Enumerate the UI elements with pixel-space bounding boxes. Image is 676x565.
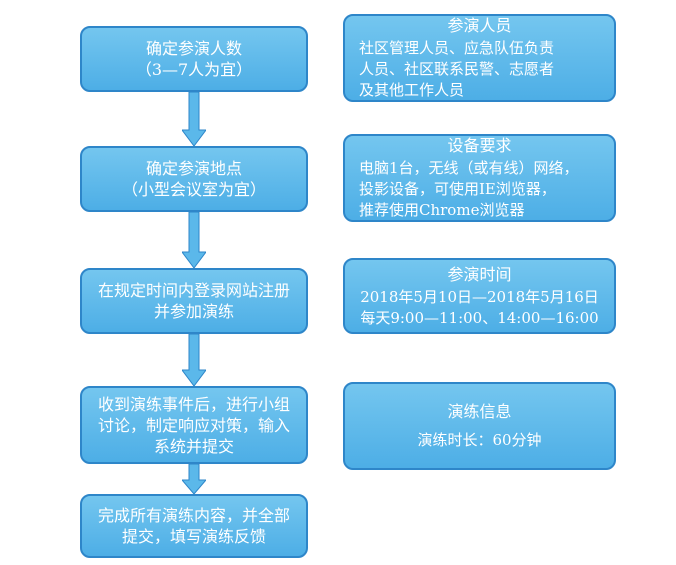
step-2-line-2: （小型会议室为宜） — [121, 180, 266, 199]
info-equipment-line-3: 推荐使用Chrome浏览器 — [359, 201, 525, 219]
step-3-line-1: 在规定时间内登录网站注册 — [97, 281, 290, 300]
info-participants-body: 社区管理人员、应急队伍负责 人员、社区联系民警、志愿者 及其他工作人员 — [345, 38, 614, 101]
arrow-down-icon — [182, 92, 206, 146]
info-drill-body: 演练时长：60分钟 — [345, 430, 614, 451]
step-4-line-3: 系统并提交 — [153, 436, 234, 456]
step-4-line-2: 讨论，制定响应对策，输入 — [97, 415, 290, 435]
step-1-box: 确定参演人数 （3—7人为宜） — [80, 26, 308, 92]
info-drill-title: 演练信息 — [447, 402, 512, 421]
info-equipment-line-1: 电脑1台，无线（或有线）网络， — [359, 159, 579, 177]
info-participants-box: 参演人员 社区管理人员、应急队伍负责 人员、社区联系民警、志愿者 及其他工作人员 — [343, 14, 616, 102]
step-2-line-1: 确定参演地点 — [145, 159, 242, 178]
info-time-line-1: 2018年5月10日—2018年5月16日 — [360, 287, 599, 306]
step-3-line-2: 并参加演练 — [153, 302, 234, 321]
info-drill-line-1: 演练时长：60分钟 — [417, 431, 542, 449]
info-equipment-body: 电脑1台，无线（或有线）网络， 投影设备，可使用IE浏览器， 推荐使用Chrom… — [345, 158, 614, 221]
info-time-body: 2018年5月10日—2018年5月16日 每天9:00—11:00、14:00… — [345, 287, 614, 329]
step-5-box: 完成所有演练内容，并全部 提交，填写演练反馈 — [80, 494, 308, 558]
step-4-box: 收到演练事件后，进行小组 讨论，制定响应对策，输入 系统并提交 — [80, 386, 308, 464]
step-2-box: 确定参演地点 （小型会议室为宜） — [80, 146, 308, 212]
step-1-line-2: （3—7人为宜） — [135, 60, 253, 79]
info-time-box: 参演时间 2018年5月10日—2018年5月16日 每天9:00—11:00、… — [343, 258, 616, 334]
arrow-down-icon — [182, 212, 206, 268]
info-time-title: 参演时间 — [447, 264, 512, 284]
step-4-line-1: 收到演练事件后，进行小组 — [97, 394, 290, 414]
info-participants-title: 参演人员 — [447, 16, 512, 35]
step-1-line-1: 确定参演人数 — [145, 39, 242, 58]
arrow-down-icon — [182, 334, 206, 386]
info-equipment-title: 设备要求 — [447, 136, 512, 155]
step-5-line-2: 提交，填写演练反馈 — [121, 527, 266, 546]
info-equipment-box: 设备要求 电脑1台，无线（或有线）网络， 投影设备，可使用IE浏览器， 推荐使用… — [343, 134, 616, 222]
arrow-down-icon — [182, 464, 206, 494]
step-5-line-1: 完成所有演练内容，并全部 — [97, 506, 290, 525]
step-3-box: 在规定时间内登录网站注册 并参加演练 — [80, 268, 308, 334]
info-equipment-line-2: 投影设备，可使用IE浏览器， — [359, 180, 556, 198]
info-time-line-2: 每天9:00—11:00、14:00—16:00 — [360, 308, 599, 327]
info-participants-line-3: 及其他工作人员 — [359, 81, 465, 99]
info-drill-box: 演练信息 演练时长：60分钟 — [343, 382, 616, 470]
info-participants-line-2: 人员、社区联系民警、志愿者 — [359, 60, 555, 78]
info-participants-line-1: 社区管理人员、应急队伍负责 — [359, 39, 555, 57]
